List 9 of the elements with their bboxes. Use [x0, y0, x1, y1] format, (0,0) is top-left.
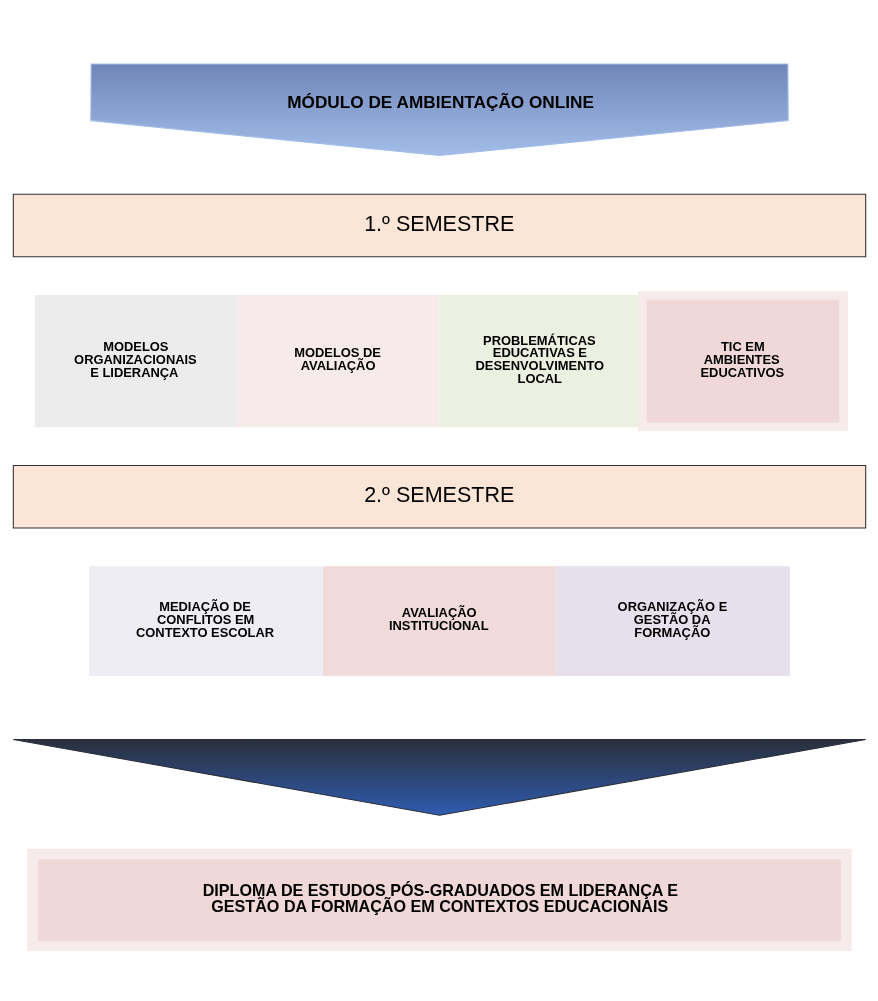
node-box: DIPLOMA DE ESTUDOS PÓS-GRADUADOS EM LIDERANÇA E GESTÃO DA FORMAÇÃO EM CONTEXTOS EDUCACIONAIS — [26, 848, 852, 951]
node-box: ORGANIZAÇÃO E GESTÃO DA FORMAÇÃO — [555, 566, 790, 676]
node-box: MODELOS DE AVALIAÇÃO — [236, 294, 439, 428]
node-box: MEDIAÇÃO DE CONFLITOS EM CONTEXTO ESCOLAR — [88, 566, 323, 676]
node-box: 1.º SEMESTRE — [12, 193, 866, 258]
node-box: AVALIAÇÃO INSTITUCIONAL — [322, 566, 556, 676]
node-triangle — [12, 738, 866, 816]
node-box: TIC EM AMBIENTES EDUCATIVOS — [637, 291, 848, 432]
node-box: 2.º SEMESTRE — [12, 464, 866, 529]
